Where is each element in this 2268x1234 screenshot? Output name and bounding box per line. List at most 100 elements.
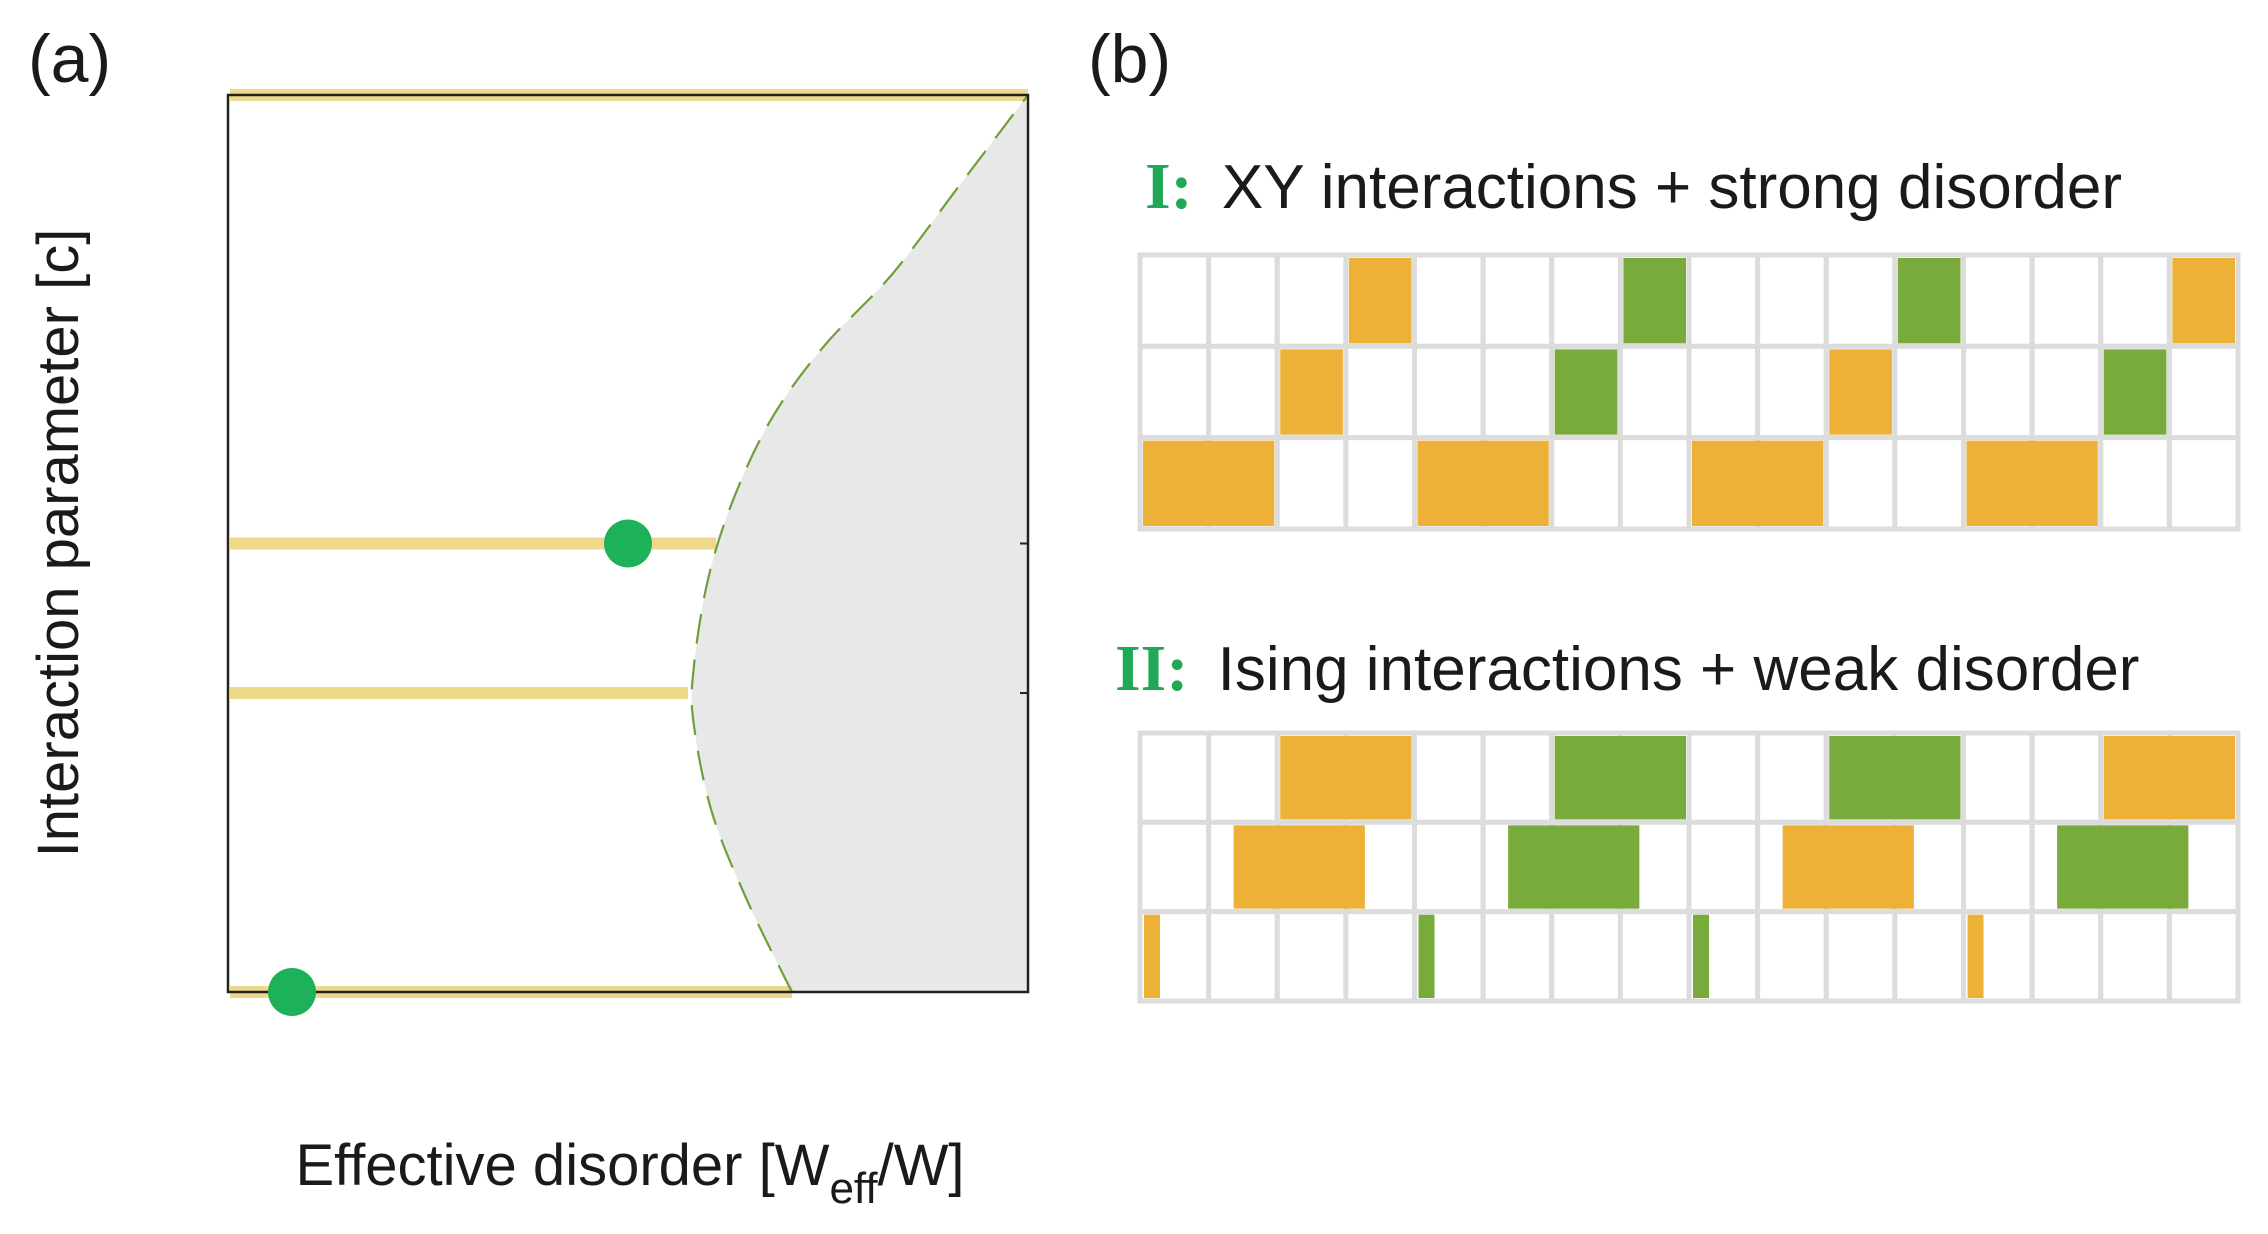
grid-cell (1823, 435, 1898, 532)
grid-cell (1343, 343, 1417, 441)
grid-cell (1755, 343, 1829, 441)
x-axis-label-tail: /W] (878, 1133, 965, 1198)
grid-cell (1755, 252, 1829, 349)
diagram-I: I: XY interactions + strong disorder (1137, 150, 2241, 532)
green-spin-block (1829, 736, 1961, 820)
grid-cell (1823, 909, 1898, 1004)
orange-spin-block (1233, 825, 1365, 909)
grid-cell (1274, 435, 1349, 532)
grid-cell (1480, 909, 1555, 1004)
grid-cell (1274, 909, 1349, 1004)
grid-cell (1137, 819, 1212, 915)
grid-cell (2166, 909, 2241, 1004)
grid-cell (1549, 252, 1623, 349)
y-axis-label: Interaction parameter [c] (26, 229, 91, 858)
grid-cell (2029, 909, 2104, 1004)
grid-cell (1137, 252, 1212, 349)
orange-spin-block (1967, 914, 1984, 998)
green-spin-block (1623, 258, 1686, 344)
grid-cell (1892, 435, 1966, 532)
orange-spin-block (1829, 349, 1892, 435)
diagram-II-title: Ising interactions + weak disorder (1218, 635, 2140, 704)
grid-cell (1617, 909, 1692, 1004)
grid-cell (2166, 435, 2241, 532)
grid-cell (1755, 909, 1829, 1004)
grid-cell (1892, 909, 1966, 1004)
grid-cell (1961, 252, 2035, 349)
diagram-II-title-line: II: Ising interactions + weak disorder (1115, 632, 2139, 705)
grid-cell (2098, 252, 2172, 349)
grid-cell (1412, 252, 1486, 349)
grid-cell (1480, 343, 1555, 441)
green-spin-block (1554, 349, 1618, 435)
panel-label-a: (a) (28, 21, 111, 97)
grid-cell (1755, 730, 1829, 825)
grid-cell (1617, 343, 1692, 441)
grid-cell (2098, 909, 2172, 1004)
diagram-II: II: Ising interactions + weak disorder (1115, 632, 2241, 1004)
orange-spin-block (1966, 440, 2098, 526)
grid-cell (1343, 909, 1417, 1004)
grid-cell (2029, 343, 2104, 441)
grid-cell (1274, 252, 1349, 349)
green-spin-block (1554, 736, 1686, 820)
diagram-I-roman: I: (1145, 150, 1193, 223)
grid-cell (1549, 435, 1623, 532)
grid-cell (1961, 819, 2035, 915)
orange-spin-block (1280, 736, 1412, 820)
panel-label-b: (b) (1088, 21, 1171, 97)
orange-spin-block (2172, 258, 2235, 344)
grid-cell (1617, 435, 1692, 532)
grid-cell (1686, 252, 1761, 349)
orange-spin-block (1348, 258, 1412, 344)
grid-cell (1137, 730, 1212, 825)
orange-spin-block (1782, 825, 1914, 909)
shaded-region (691, 95, 1028, 992)
green-spin-block (1418, 914, 1435, 998)
grid-cell (1412, 730, 1486, 825)
grid-cell (1892, 343, 1966, 441)
point-I (604, 519, 652, 568)
grid-cell (1412, 819, 1486, 915)
grid-cell (1480, 252, 1555, 349)
grid-cell (2166, 343, 2241, 441)
grid-cell (1206, 343, 1280, 441)
grid-cell (1412, 343, 1486, 441)
grid-cell (1549, 909, 1623, 1004)
green-spin-block (1897, 258, 1961, 344)
grid-cell (1961, 730, 2035, 825)
phase-diagram-chart: Interaction parameter [c] Effective diso… (26, 89, 1030, 1213)
grid-cell (1137, 343, 1212, 441)
orange-spin-block (1144, 914, 1160, 998)
orange-spin-block (1692, 440, 1824, 526)
grid-cell (1206, 730, 1280, 825)
x-axis-label-main: Effective disorder [W (295, 1133, 829, 1198)
diagram-I-title: XY interactions + strong disorder (1222, 153, 2122, 222)
orange-spin-block (2103, 736, 2235, 820)
diagram-II-roman: II: (1115, 632, 1188, 705)
green-spin-block (1693, 914, 1709, 998)
diagram-I-title-line: I: XY interactions + strong disorder (1145, 150, 2122, 223)
interaction-diagrams: I: XY interactions + strong disorder II:… (1115, 150, 2241, 1004)
x-axis-label-subscript: eff (829, 1164, 878, 1213)
grid-cell (1686, 343, 1761, 441)
grid-cell (1206, 909, 1280, 1004)
grid-cell (2098, 435, 2172, 532)
orange-spin-block (1143, 440, 1275, 526)
grid-cell (1686, 819, 1761, 915)
orange-spin-block (1417, 440, 1549, 526)
grid-cell (2029, 730, 2104, 825)
green-spin-block (2057, 825, 2189, 909)
orange-spin-block (1280, 349, 1343, 435)
phase-boundary-line (690, 94, 1029, 993)
green-spin-block (1508, 825, 1640, 909)
green-spin-block (2103, 349, 2167, 435)
grid-cell (1823, 252, 1898, 349)
grid-cell (2029, 252, 2104, 349)
grid-cell (1961, 343, 2035, 441)
grid-cell (1480, 730, 1555, 825)
grid-cell (1206, 252, 1280, 349)
grid-cell (1686, 730, 1761, 825)
grid-cell (1343, 435, 1417, 532)
